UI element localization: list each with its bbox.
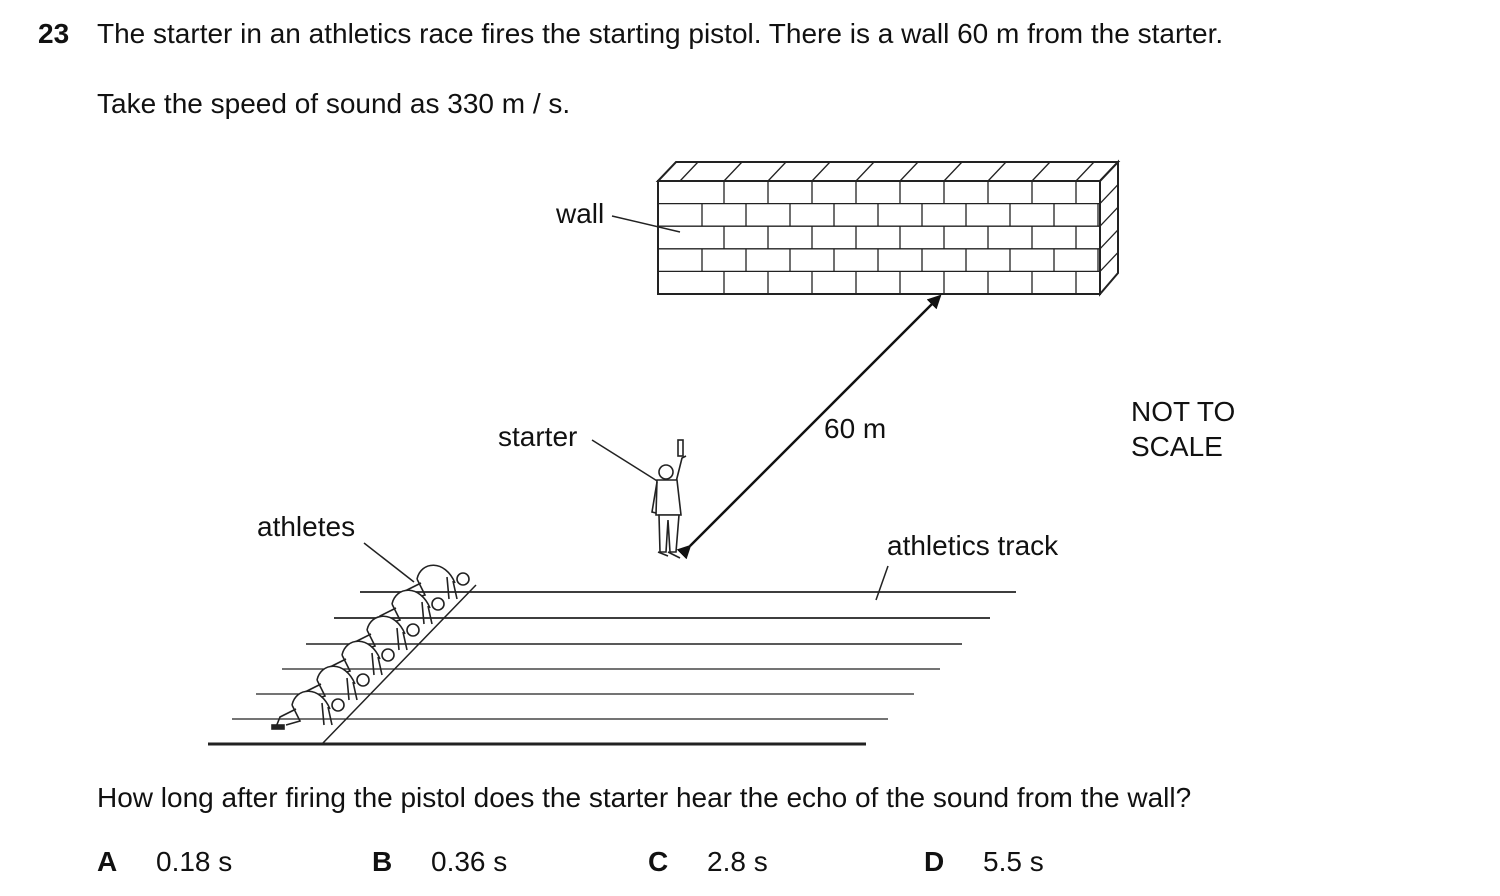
- starter-leader-line: [591, 439, 663, 485]
- option-d-value: 5.5 s: [983, 846, 1044, 877]
- athlete-6: [271, 690, 345, 730]
- question-prompt: How long after firing the pistol does th…: [97, 782, 1192, 813]
- athletes-label: athletes: [257, 511, 356, 542]
- option-c-letter: C: [648, 846, 669, 877]
- option-a-letter: A: [97, 846, 118, 877]
- question-stem-line-2: Take the speed of sound as 330 m / s.: [97, 88, 571, 119]
- distance-arrow: [676, 294, 942, 560]
- athletes-leader-line: [363, 542, 415, 583]
- athletics-track-label: athletics track: [887, 530, 1059, 561]
- brick-wall: [655, 159, 1121, 297]
- question-stem-line-1: The starter in an athletics race fires t…: [97, 18, 1224, 49]
- starter-label: starter: [498, 421, 578, 452]
- track-leader-line: [875, 565, 889, 601]
- athletics-track-lines: [208, 584, 1016, 746]
- option-b-letter: B: [372, 846, 393, 877]
- wall-label: wall: [556, 198, 605, 229]
- option-c-value: 2.8 s: [707, 846, 768, 877]
- not-to-scale-line-1: NOT TO: [1131, 396, 1236, 427]
- not-to-scale-line-2: SCALE: [1131, 431, 1223, 462]
- wall-leader-line: [611, 215, 681, 233]
- question-number: 23: [38, 18, 70, 49]
- distance-label: 60 m: [824, 413, 887, 444]
- athletes-group: [271, 564, 470, 730]
- option-d-letter: D: [924, 846, 945, 877]
- option-a-value: 0.18 s: [156, 846, 233, 877]
- starter-figure: [651, 439, 687, 559]
- not-to-scale-note: NOT TO SCALE: [1131, 394, 1235, 464]
- option-b-value: 0.36 s: [431, 846, 508, 877]
